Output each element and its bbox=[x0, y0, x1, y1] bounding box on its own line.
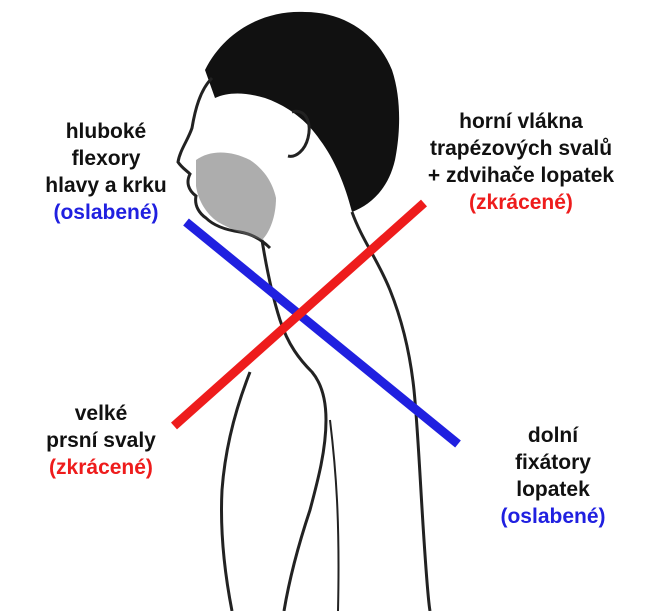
beard bbox=[196, 153, 276, 241]
label-upper-trapezius: horní vlákna trapézových svalů + zdvihač… bbox=[396, 108, 646, 216]
shortened-status: (zkrácené) bbox=[26, 454, 176, 481]
label-line: lopatek bbox=[472, 476, 634, 503]
label-line: fixátory bbox=[472, 449, 634, 476]
label-lower-scapular-fixators: dolní fixátory lopatek (oslabené) bbox=[472, 422, 634, 530]
label-line: hlavy a krku bbox=[22, 172, 190, 199]
label-line: trapézových svalů bbox=[396, 135, 646, 162]
weakened-status: (oslabené) bbox=[472, 503, 634, 530]
label-pectoral-muscles: velké prsní svaly (zkrácené) bbox=[26, 400, 176, 481]
ear bbox=[288, 111, 309, 156]
label-line: + zdvihače lopatek bbox=[396, 162, 646, 189]
arm-back-outline bbox=[330, 420, 339, 611]
weakened-muscles-line bbox=[186, 222, 458, 444]
label-line: velké bbox=[26, 400, 176, 427]
weakened-status: (oslabené) bbox=[22, 199, 190, 226]
label-line: horní vlákna bbox=[396, 108, 646, 135]
shoulder-arm-outline bbox=[221, 372, 250, 611]
shortened-muscles-line bbox=[174, 203, 424, 426]
label-deep-neck-flexors: hluboké flexory hlavy a krku (oslabené) bbox=[22, 118, 190, 226]
label-line: dolní bbox=[472, 422, 634, 449]
shortened-status: (zkrácené) bbox=[396, 189, 646, 216]
label-line: prsní svaly bbox=[26, 427, 176, 454]
label-line: hluboké bbox=[22, 118, 190, 145]
label-line: flexory bbox=[22, 145, 190, 172]
